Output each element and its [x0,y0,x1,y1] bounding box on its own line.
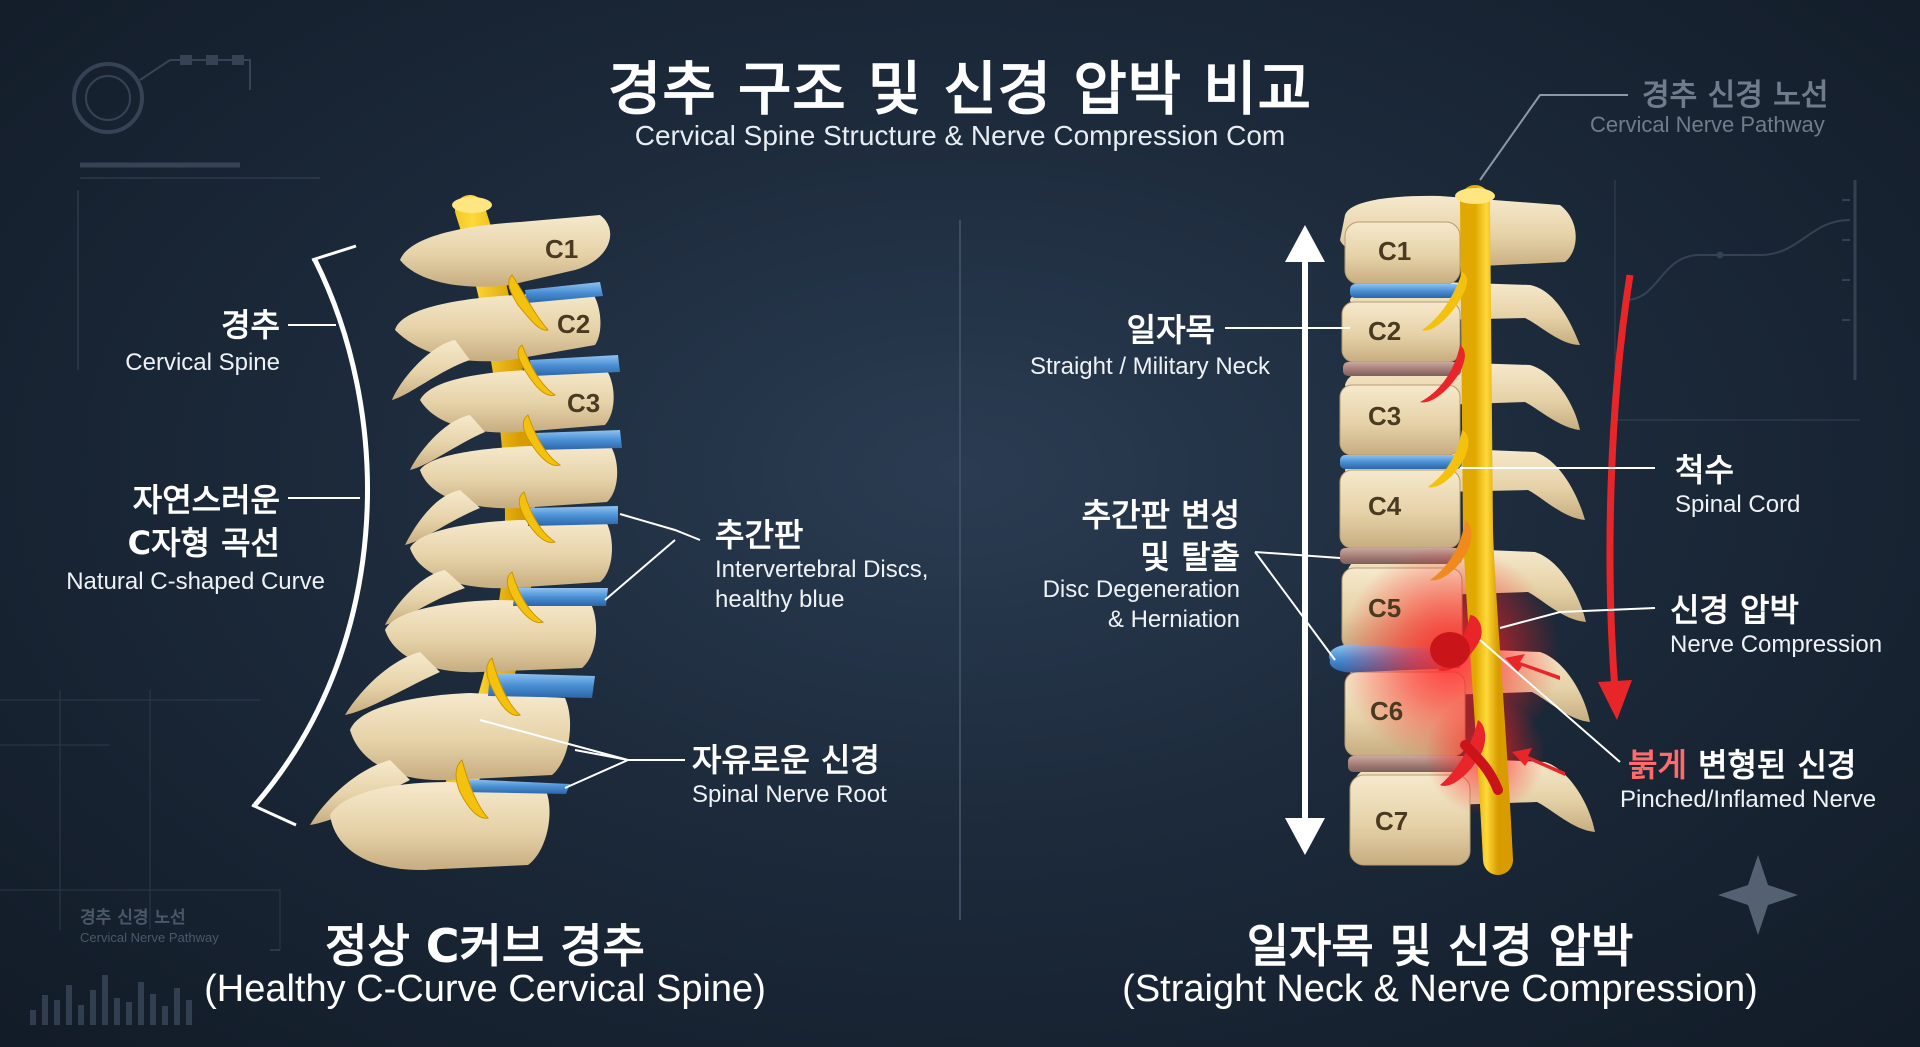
label-cervical-spine-en: Cervical Spine [125,349,280,376]
sparkle-icon [1718,855,1798,935]
label-disc-degen-en-1: Disc Degeneration [1042,576,1240,603]
label-curve-ko-1: 자연스러운 [132,481,280,519]
straight-label-c1: C1 [1378,236,1411,266]
main-subtitle: Cervical Spine Structure & Nerve Compres… [634,120,1286,151]
leader-nerve [479,719,685,789]
label-curve-en: Natural C-shaped Curve [66,568,325,595]
pressure-arrow [1598,274,1634,720]
c-curve-bracket [253,258,370,807]
leader-compression [1499,607,1656,629]
healthy-vertebra-c6 [345,600,597,715]
label-disc-degen-ko-2: 및 탈출 [1140,538,1240,576]
watermark-en: Cervical Nerve Pathway [80,930,219,945]
straight-label-c2: C2 [1368,316,1401,346]
right-caption-ko: 일자목 및 신경 압박 [1246,919,1634,973]
leader-disc-degen [1254,551,1341,661]
label-discs-en-2: healthy blue [715,586,845,613]
healthy-vertebra-c4 [405,445,618,545]
left-caption-ko: 정상 C커브 경추 [325,919,645,973]
leader-pinched [1479,639,1621,763]
label-curve-ko-2: C자형 곡선 [127,524,280,562]
compression-arrows [1505,654,1565,776]
label-cervical-spine-ko: 경추 [221,306,280,344]
straight-label-c7: C7 [1375,806,1408,836]
healthy-vertebra-c3 [410,368,614,470]
pathway-label-ko: 경추 신경 노선 [1642,78,1829,113]
healthy-label-c2: C2 [557,309,590,339]
label-disc-degen-en-2: & Herniation [1107,606,1240,633]
straight-nerve-roots [1420,272,1503,795]
label-spinal-cord-en: Spinal Cord [1675,491,1801,518]
label-discs-ko: 추간판 [715,516,804,554]
label-disc-degen-ko-1: 추간판 변성 [1081,496,1240,534]
label-pinched-ko-red: 붉게 [1628,746,1687,784]
straight-label-c5: C5 [1368,593,1401,623]
healthy-vertebra-c2 [392,290,601,400]
label-pinched-en: Pinched/Inflamed Nerve [1620,786,1877,813]
healthy-vertebra-c1 [400,215,611,287]
straight-spine: C1 C2 C3 C4 C5 C6 C7 [1225,185,1656,875]
straight-spinal-cord [1460,185,1513,875]
hud-decoration-bottom-left [0,690,281,951]
hud-bar-graph [30,975,192,1025]
healthy-vertebra-c5 [385,520,612,625]
left-caption-en: (Healthy C-Curve Cervical Spine) [204,968,766,1010]
healthy-intervertebral-discs [460,282,622,794]
healthy-label-c1: C1 [545,234,578,264]
leader-discs [604,513,701,601]
hud-decoration-top-left [72,55,320,370]
healthy-spine: C1 C2 C3 [251,195,701,870]
healthy-nerve-roots [455,274,562,819]
label-compression-en: Nerve Compression [1670,631,1883,658]
healthy-label-c3: C3 [567,388,600,418]
watermark-ko: 경추 신경 노선 [80,908,186,928]
label-discs-en-1: Intervertebral Discs, [715,556,929,583]
straight-neck-arrow [1285,225,1325,855]
pathway-label-en: Cervical Nerve Pathway [1590,112,1825,137]
pathway-leader-line [1479,94,1628,181]
label-nerve-ko: 자유로운 신경 [692,741,880,779]
hud-decoration-right [1614,180,1860,421]
main-title: 경추 구조 및 신경 압박 비교 [608,55,1312,123]
straight-label-c3: C3 [1368,401,1401,431]
healthy-vertebra-t1 [330,782,550,870]
straight-label-c4: C4 [1368,491,1402,521]
label-nerve-en: Spinal Nerve Root [692,781,887,808]
label-pinched-ko-rest: 변형된 신경 [1686,746,1857,784]
label-straight-neck-ko: 일자목 [1126,311,1215,349]
label-straight-neck-en: Straight / Military Neck [1029,353,1270,380]
label-compression-ko: 신경 압박 [1670,591,1799,629]
label-pinched-ko: 붉게 변형된 신경 [1628,740,1856,786]
right-caption-en: (Straight Neck & Nerve Compression) [1122,968,1758,1010]
straight-label-c6: C6 [1370,696,1403,726]
label-spinal-cord-ko: 척수 [1675,451,1734,489]
